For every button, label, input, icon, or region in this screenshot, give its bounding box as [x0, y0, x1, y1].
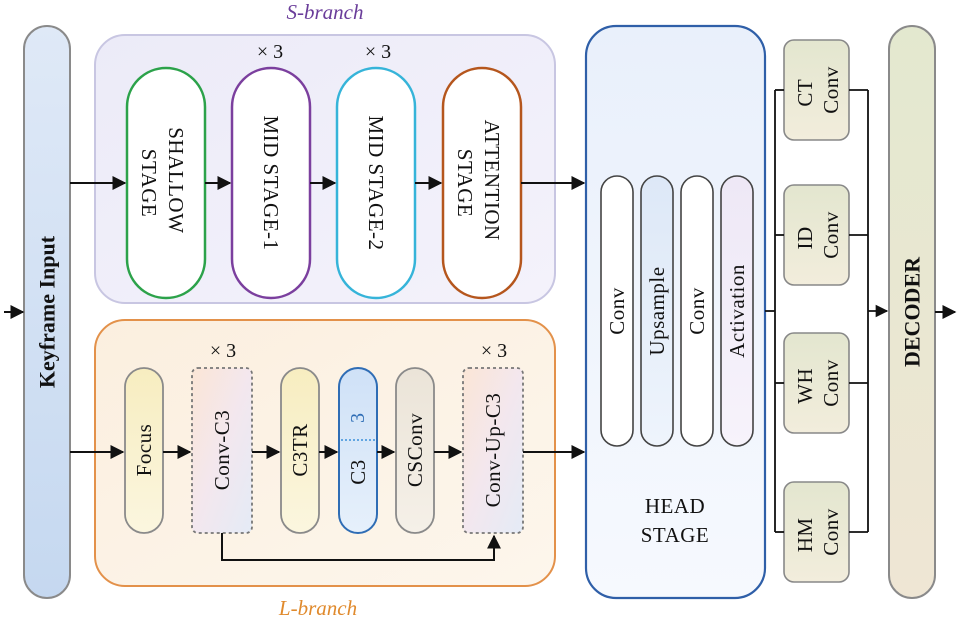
s-branch-container: S-branch [94, 0, 556, 304]
svg-text:ID Conv: ID Conv [793, 211, 843, 259]
svg-text:HM Conv: HM Conv [793, 508, 843, 556]
svg-text:Focus: Focus [132, 424, 156, 477]
svg-text:Upsample: Upsample [645, 266, 669, 355]
l-block-conv-up-c3: Conv-Up-C3 × 3 [462, 340, 524, 534]
conv-hm: HM Conv [783, 481, 850, 583]
c3-inner-count: 3 [347, 413, 369, 423]
l-block-csconv: CSConv [395, 367, 435, 534]
mid-stage-1-repeat: × 3 [257, 41, 283, 63]
head-stage-label-2: STAGE [641, 523, 709, 547]
head-stage-container: HEAD STAGE [584, 24, 767, 600]
l-block-conv-c3: Conv-C3 × 3 [191, 340, 253, 534]
l-block-focus: Focus [124, 367, 164, 534]
l-branch-arrows [70, 445, 586, 561]
conv-id: ID Conv [783, 184, 850, 286]
svg-text:C3: C3 [346, 459, 370, 485]
svg-text:SHALLOW STAGE: SHALLOW STAGE [137, 127, 188, 239]
svg-text:Activation: Activation [725, 264, 749, 358]
conv-wh: WH Conv [783, 332, 850, 434]
head-layer-upsample: Upsample [640, 175, 674, 447]
s-stage-mid-1: MID STAGE-1 × 3 [230, 41, 312, 300]
conv-up-c3-repeat: × 3 [481, 340, 507, 362]
svg-text:CT Conv: CT Conv [793, 66, 843, 114]
svg-text:CSConv: CSConv [403, 413, 427, 487]
svg-text:C3TR: C3TR [288, 423, 312, 476]
svg-text:WH Conv: WH Conv [793, 359, 843, 407]
head-layer-conv-2: Conv [680, 175, 714, 447]
svg-text:MID STAGE-1: MID STAGE-1 [259, 115, 283, 250]
mid-stage-2-repeat: × 3 [365, 41, 391, 63]
l-block-c3tr: C3TR [280, 367, 320, 534]
svg-text:Conv-C3: Conv-C3 [210, 410, 234, 491]
svg-text:MID STAGE-2: MID STAGE-2 [364, 115, 388, 250]
head-layer-conv-1: Conv [600, 175, 634, 447]
svg-text:Conv-Up-C3: Conv-Up-C3 [481, 393, 505, 508]
s-stage-shallow: SHALLOW STAGE [125, 66, 207, 300]
conv-ct: CT Conv [783, 39, 850, 141]
output-connectors [765, 89, 889, 533]
s-stage-mid-2: MID STAGE-2 × 3 [335, 41, 417, 300]
head-stage-label-1: HEAD [645, 494, 705, 518]
l-block-c3: C3 3 [338, 367, 378, 534]
s-stage-attention: ATTENTION STAGE [441, 66, 523, 300]
keyframe-input-label: Keyframe Input [35, 235, 60, 388]
s-branch-title: S-branch [287, 0, 364, 24]
keyframe-input-block: Keyframe Input [23, 25, 71, 599]
decoder-label: DECODER [900, 256, 925, 367]
l-branch-title: L-branch [278, 596, 357, 620]
head-layer-activation: Activation [720, 175, 754, 447]
svg-text:Conv: Conv [605, 287, 629, 335]
decoder-block: DECODER [888, 25, 936, 599]
svg-text:Conv: Conv [685, 287, 709, 335]
svg-text:ATTENTION STAGE: ATTENTION STAGE [453, 120, 504, 247]
conv-c3-repeat: × 3 [210, 340, 236, 362]
